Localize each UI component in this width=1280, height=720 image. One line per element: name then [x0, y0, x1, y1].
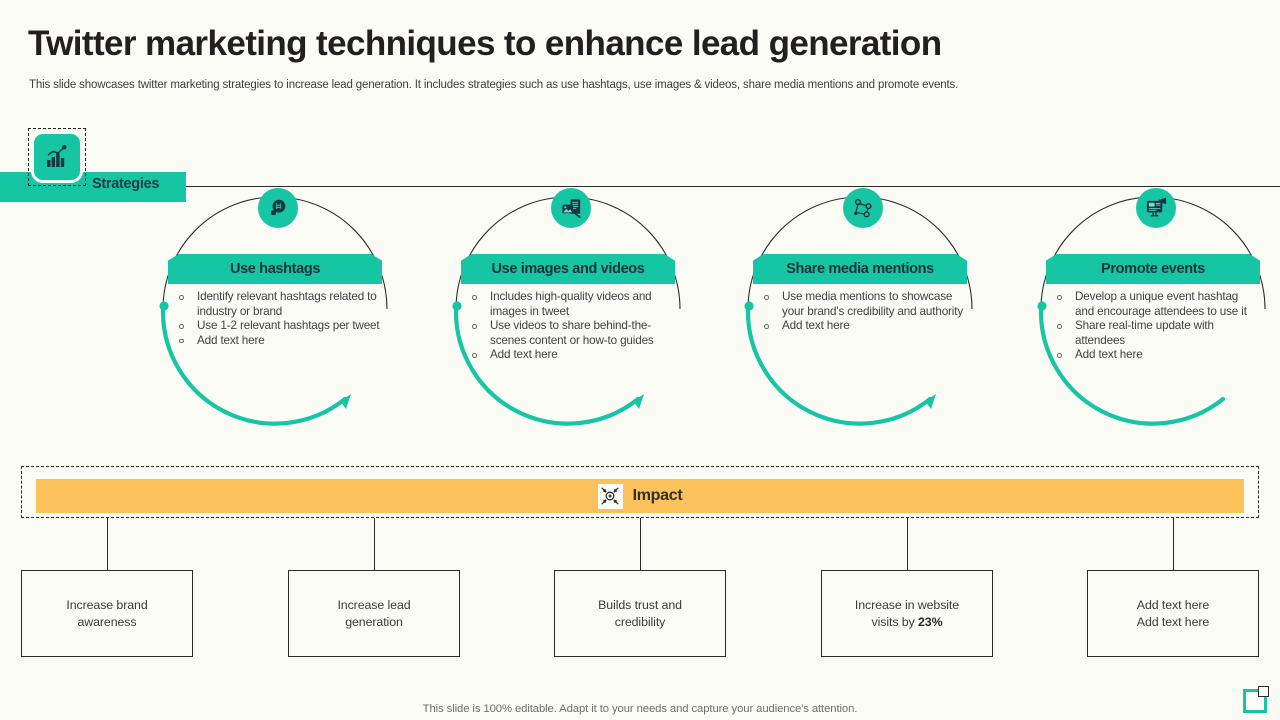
outcome-box: Increase lead generation	[288, 570, 460, 657]
bullet-item: Includes high-quality videos and images …	[468, 290, 673, 319]
share-network-icon	[843, 188, 883, 228]
group-title-banner: Share media mentions	[753, 254, 967, 284]
outcome-line-1: Builds trust and	[598, 598, 682, 612]
bullet-item: Identify relevant hashtags related to in…	[175, 290, 380, 319]
bullet-item: Add text here	[760, 319, 965, 334]
bullet-item: Add text here	[175, 334, 380, 349]
brand-logo-icon	[1243, 689, 1267, 713]
group-bullet-list: Develop a unique event hashtag and encou…	[1053, 290, 1258, 363]
outcome-text: Builds trust and credibility	[590, 597, 690, 630]
group-title-banner: Promote events	[1046, 254, 1260, 284]
outcome-line-2: credibility	[614, 614, 666, 629]
outcome-text: Increase in website visits by 23%	[847, 597, 967, 630]
group-title: Use images and videos	[491, 261, 645, 277]
bullet-item: Develop a unique event hashtag and encou…	[1053, 290, 1258, 319]
outcome-box: Increase in website visits by 23%	[821, 570, 993, 657]
bar-chart-growth-icon	[31, 131, 83, 183]
outcome-line-1: Add text here	[1136, 598, 1210, 612]
monitor-announcement-icon	[1136, 188, 1176, 228]
outcome-connector-line	[907, 518, 909, 571]
header-divider	[186, 186, 1280, 187]
bullet-item: Use videos to share behind-the-scenes co…	[468, 319, 673, 348]
bullet-item: Use 1-2 relevant hashtags per tweet	[175, 319, 380, 334]
outcome-line-2: visits by	[871, 614, 918, 629]
outcome-text: Increase brand awareness	[58, 597, 155, 630]
page-title: Twitter marketing techniques to enhance …	[28, 24, 942, 63]
group-bullet-list: Includes high-quality videos and images …	[468, 290, 673, 363]
impact-label: Impact	[632, 487, 683, 504]
group-title-banner: Use images and videos	[461, 254, 675, 284]
bullet-item: Add text here	[468, 348, 673, 363]
page-subtitle: This slide showcases twitter marketing s…	[29, 79, 959, 91]
outcome-text: Increase lead generation	[329, 597, 418, 630]
outcome-connector-line	[1173, 518, 1175, 571]
impact-bar: Impact	[36, 479, 1244, 513]
impact-dashed-frame	[21, 466, 1259, 518]
bullet-item: Use media mentions to showcase your bran…	[760, 290, 965, 319]
group-title-banner: Use hashtags	[168, 254, 382, 284]
outcome-connector-line	[107, 518, 109, 571]
strategies-dashed-frame	[28, 128, 86, 186]
outcome-highlight-value: 23%	[918, 614, 943, 629]
outcome-line-1: Increase lead	[337, 598, 411, 612]
group-title: Share media mentions	[786, 261, 934, 277]
group-title: Promote events	[1101, 261, 1205, 277]
outcome-line-2: Add text here	[1136, 614, 1210, 629]
outcome-box: Increase brand awareness	[21, 570, 193, 657]
outcome-line-2: generation	[345, 614, 403, 629]
outcome-connector-line	[374, 518, 376, 571]
outcome-line-1: Increase in website	[854, 598, 960, 612]
brand-logo-corner-icon	[1258, 686, 1269, 697]
footer-note: This slide is 100% editable. Adapt it to…	[422, 703, 858, 715]
target-crosshair-icon	[597, 483, 623, 509]
outcome-line-2: awareness	[77, 614, 137, 629]
bullet-item: Share real-time update with attendees	[1053, 319, 1258, 348]
bullet-item: Add text here	[1053, 348, 1258, 363]
image-document-icon	[551, 188, 591, 228]
strategies-bar	[0, 172, 186, 202]
group-bullet-list: Use media mentions to showcase your bran…	[760, 290, 965, 334]
hashtag-magnifier-icon	[258, 188, 298, 228]
strategies-label: Strategies	[92, 176, 160, 192]
group-title: Use hashtags	[229, 261, 321, 277]
outcome-box: Builds trust and credibility	[554, 570, 726, 657]
outcome-line-1: Increase brand	[66, 598, 148, 612]
outcome-connector-line	[640, 518, 642, 571]
group-bullet-list: Identify relevant hashtags related to in…	[175, 290, 380, 348]
